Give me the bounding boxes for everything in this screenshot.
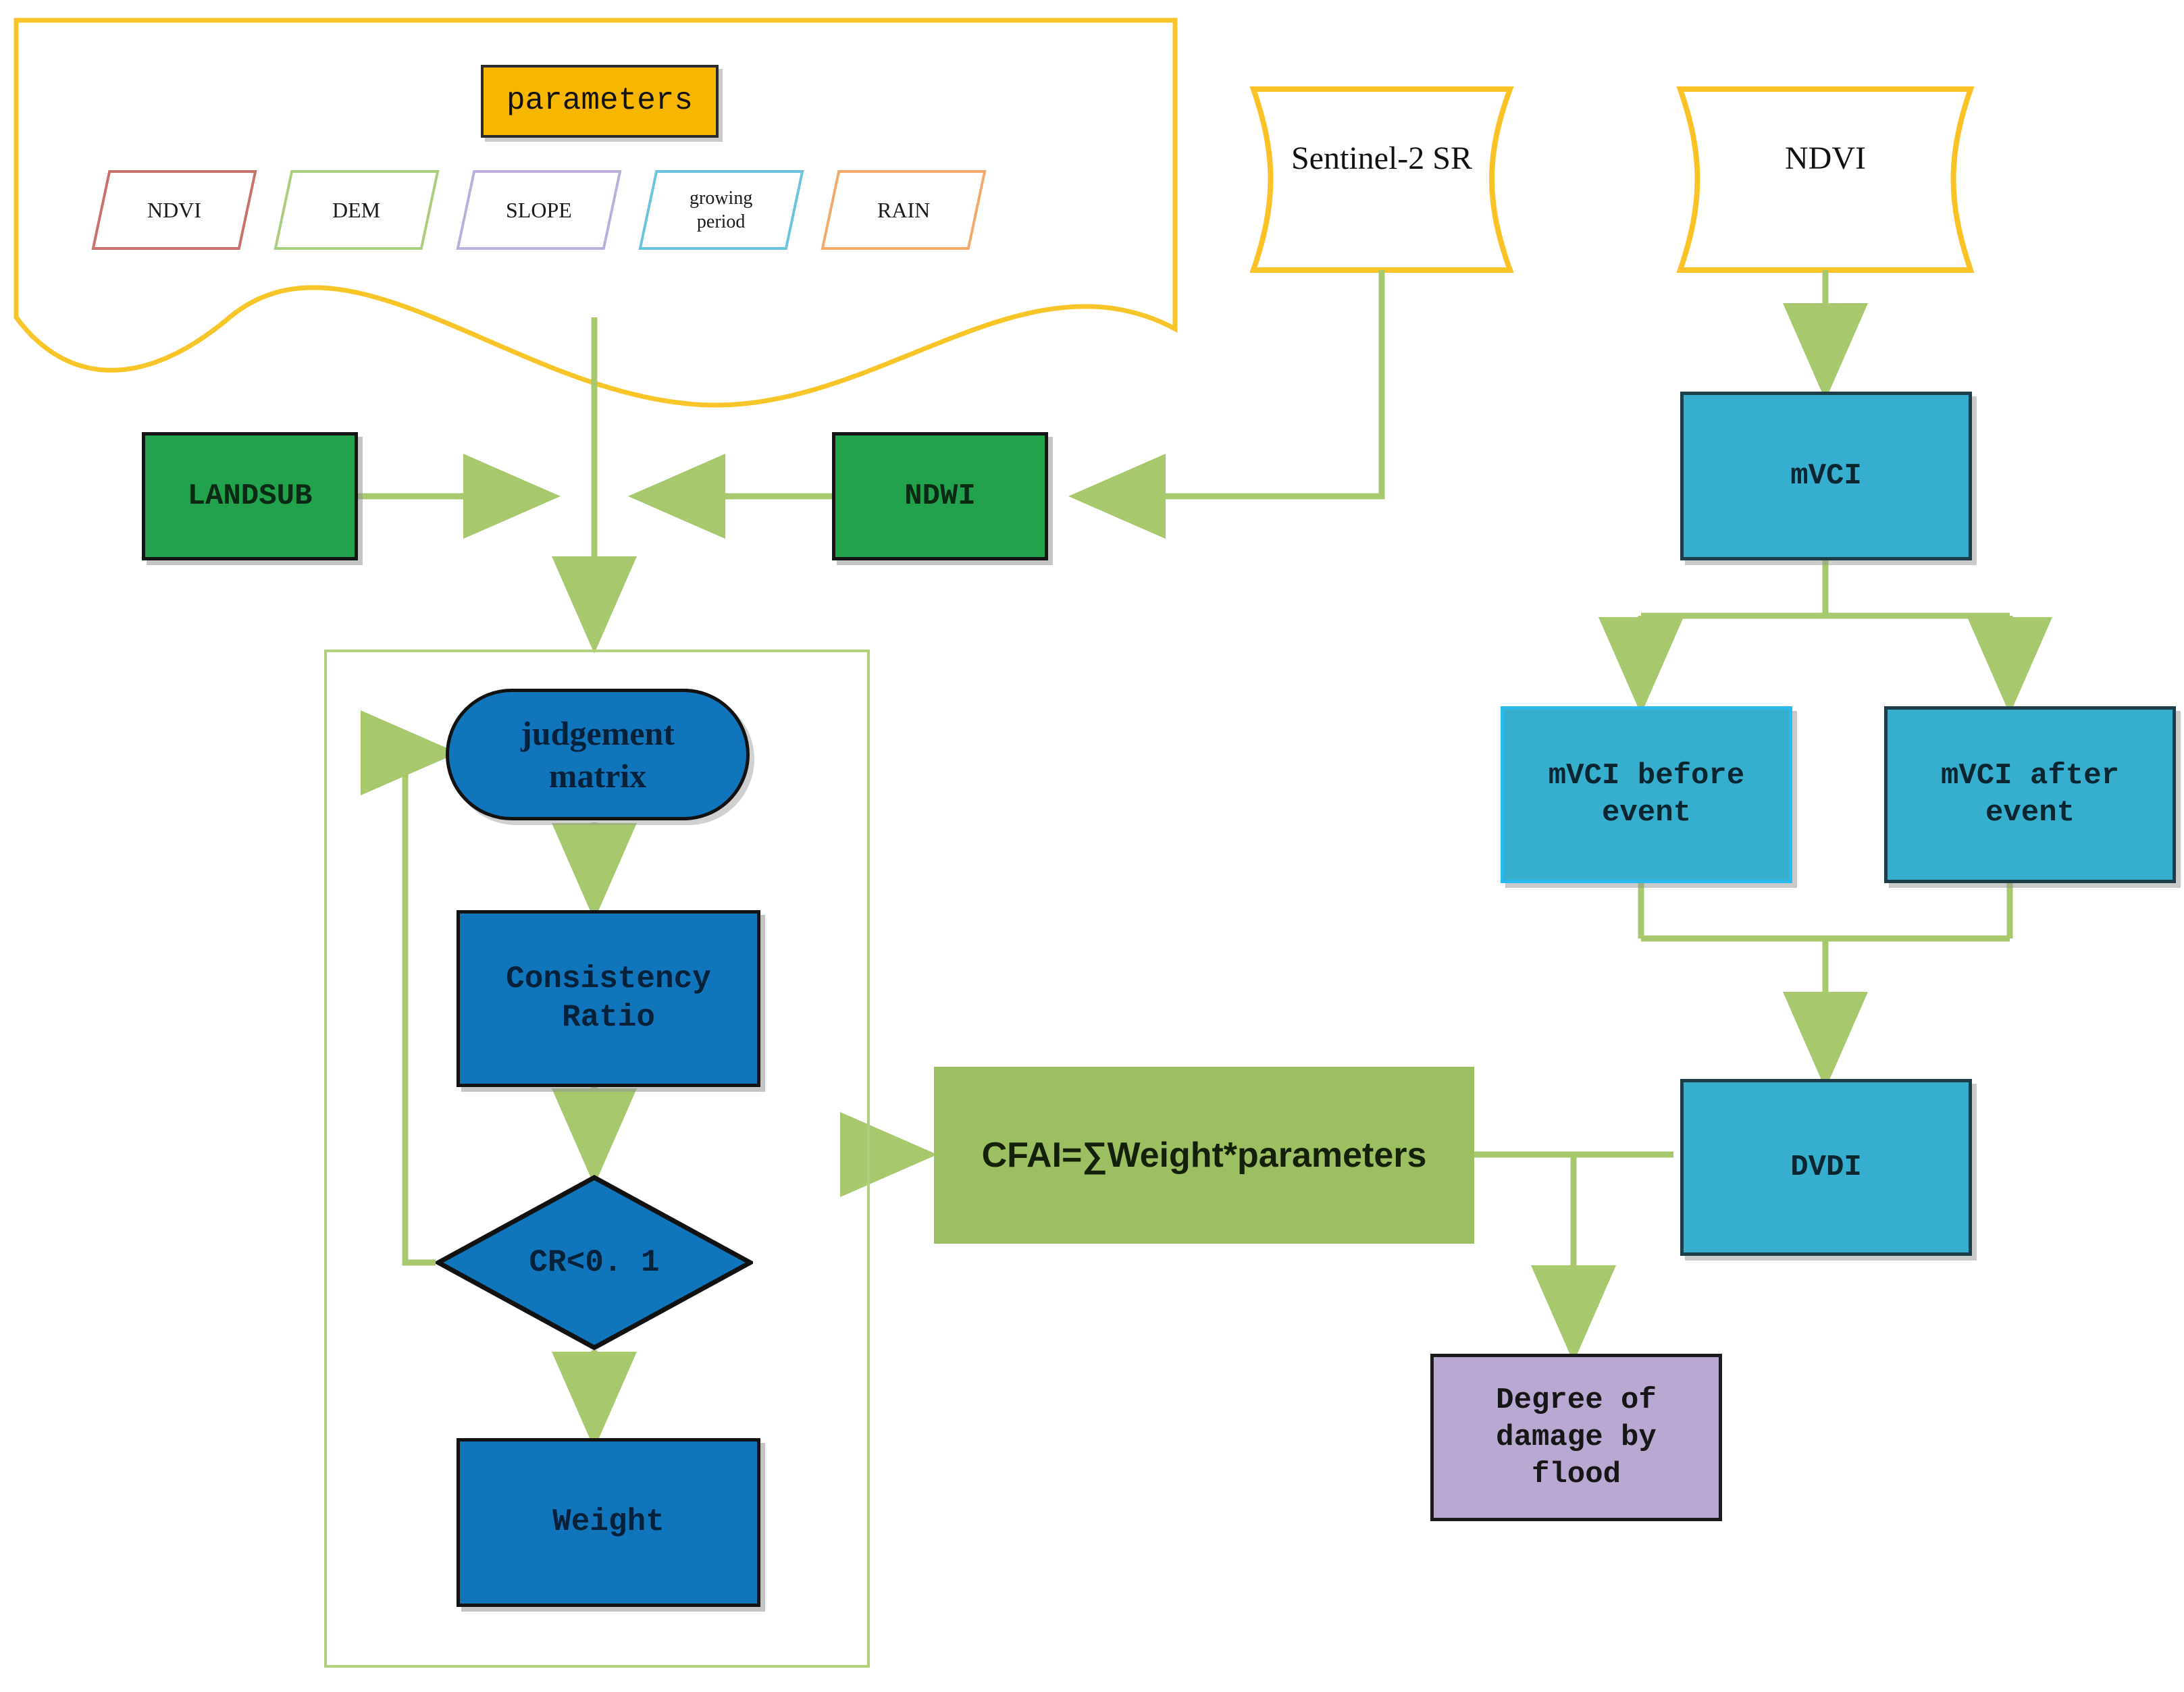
- landsub-box[interactable]: LANDSUB: [142, 432, 358, 560]
- param-slope-label: SLOPE: [506, 198, 572, 222]
- sentinel-source-label: Sentinel-2 SR: [1291, 140, 1472, 176]
- param-growing-period-label-line2: period: [697, 211, 746, 232]
- cr-decision-node[interactable]: CR<0. 1: [433, 1175, 756, 1350]
- param-dem-label: DEM: [332, 198, 381, 222]
- mvci-before-event-box[interactable]: mVCI before event: [1501, 706, 1792, 883]
- wire-sentinel-to-ndwi: [1068, 270, 1385, 539]
- sentinel-source-label-wrap[interactable]: Sentinel-2 SR: [1253, 128, 1510, 189]
- ndvi-source-label-wrap[interactable]: NDVI: [1680, 128, 1971, 189]
- judgement-matrix-label-line1: judgement: [521, 714, 675, 752]
- cfai-formula-label: CFAI=∑Weight*parameters: [981, 1135, 1427, 1175]
- landsub-label: LANDSUB: [187, 479, 313, 513]
- param-rain-label: RAIN: [877, 198, 931, 222]
- param-growing-period-label-line1: growing: [690, 188, 753, 209]
- ahp-container-frame: [324, 650, 870, 1668]
- dvdi-label: DVDI: [1790, 1150, 1862, 1184]
- param-slope[interactable]: SLOPE: [456, 170, 622, 250]
- ndwi-box[interactable]: NDWI: [832, 432, 1048, 560]
- param-growing-period[interactable]: growing period: [638, 170, 804, 250]
- param-ndvi[interactable]: NDVI: [91, 170, 257, 250]
- degree-of-damage-label-line2: damage by: [1496, 1420, 1657, 1454]
- judgement-matrix-label-line2: matrix: [548, 756, 647, 795]
- parameters-header-box[interactable]: parameters: [481, 65, 719, 138]
- degree-of-damage-box[interactable]: Degree of damage by flood: [1430, 1354, 1722, 1521]
- consistency-ratio-label-line2: Ratio: [561, 1000, 656, 1035]
- param-rain[interactable]: RAIN: [821, 170, 987, 250]
- cr-decision-shape: [433, 1175, 756, 1350]
- ndvi-source-label: NDVI: [1785, 140, 1866, 176]
- consistency-ratio-box[interactable]: Consistency Ratio: [457, 910, 760, 1087]
- mvci-after-event-label-line1: mVCI after: [1940, 759, 2120, 793]
- mvci-after-event-label-line2: event: [1985, 796, 2075, 830]
- mvci-before-event-label-line2: event: [1601, 796, 1692, 830]
- consistency-ratio-label-line1: Consistency: [506, 961, 711, 997]
- mvci-box[interactable]: mVCI: [1680, 392, 1972, 560]
- weight-box[interactable]: Weight: [457, 1438, 760, 1607]
- cr-decision-label-wrap: CR<0. 1: [436, 1175, 753, 1350]
- param-ndvi-label: NDVI: [147, 198, 201, 222]
- weight-label: Weight: [552, 1504, 665, 1540]
- judgement-matrix-node[interactable]: judgement matrix: [446, 689, 750, 820]
- dvdi-box[interactable]: DVDI: [1680, 1079, 1972, 1256]
- mvci-label: mVCI: [1790, 458, 1862, 493]
- ndwi-label: NDWI: [904, 479, 976, 513]
- param-dem[interactable]: DEM: [274, 170, 440, 250]
- degree-of-damage-label-line1: Degree of: [1496, 1383, 1657, 1417]
- mvci-after-event-box[interactable]: mVCI after event: [1884, 706, 2176, 883]
- degree-of-damage-label-line3: flood: [1531, 1457, 1621, 1491]
- parameters-header-label: parameters: [506, 83, 694, 119]
- cr-decision-label: CR<0. 1: [529, 1245, 660, 1280]
- mvci-before-event-label-line1: mVCI before: [1548, 759, 1745, 793]
- cfai-formula-box[interactable]: CFAI=∑Weight*parameters: [934, 1067, 1474, 1244]
